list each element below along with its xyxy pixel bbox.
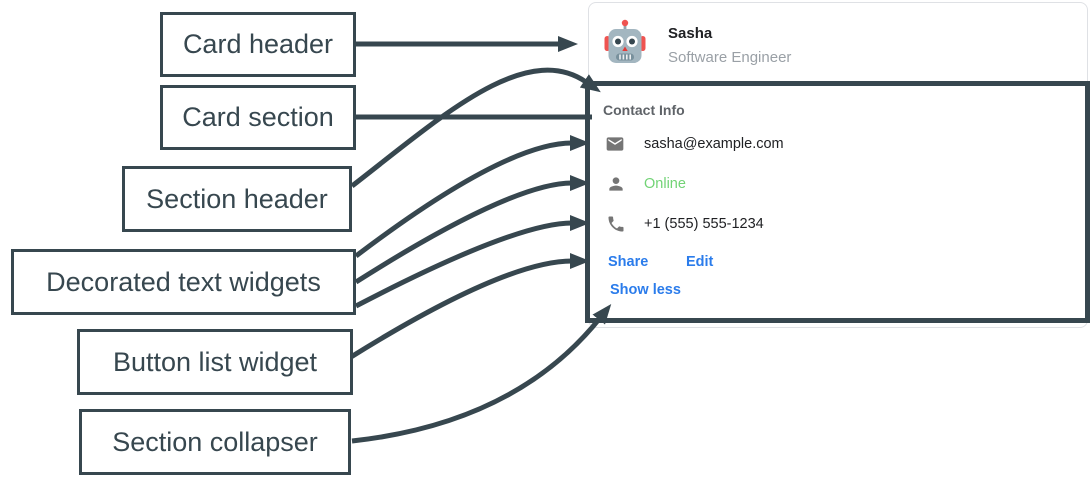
label-card-section-text: Card section bbox=[182, 102, 334, 132]
card-header-subtitle: Software Engineer bbox=[668, 49, 792, 66]
label-button-list-widget: Button list widget bbox=[77, 329, 353, 395]
arrow-decorated-status bbox=[354, 175, 590, 285]
label-section-header: Section header bbox=[122, 166, 352, 232]
show-less-button[interactable]: Show less bbox=[610, 282, 681, 298]
label-button-list-widget-text: Button list widget bbox=[112, 346, 318, 377]
card-section-outline bbox=[585, 81, 1090, 323]
arrow-section-collapser bbox=[351, 303, 612, 444]
label-decorated-text-widgets: Decorated text widgets bbox=[11, 249, 356, 315]
card-header-name: Sasha bbox=[668, 25, 713, 42]
phone-icon bbox=[606, 214, 626, 234]
label-card-section: Card section bbox=[160, 85, 356, 150]
label-section-collapser-text: Section collapser bbox=[112, 426, 318, 457]
label-card-header: Card header bbox=[160, 12, 356, 77]
decorated-text-status: Online bbox=[644, 176, 686, 192]
arrow-decorated-phone bbox=[354, 215, 590, 309]
decorated-text-phone: +1 (555) 555-1234 bbox=[644, 216, 764, 232]
label-section-collapser: Section collapser bbox=[79, 409, 351, 475]
share-button[interactable]: Share bbox=[608, 254, 649, 270]
section-header-title: Contact Info bbox=[603, 102, 685, 118]
arrow-button-list bbox=[349, 253, 590, 360]
label-card-header-text: Card header bbox=[182, 29, 334, 59]
arrow-decorated-email bbox=[354, 135, 590, 258]
label-decorated-text-widgets-text: Decorated text widgets bbox=[46, 266, 321, 297]
arrow-section-header bbox=[350, 67, 601, 188]
person-icon bbox=[606, 174, 626, 194]
decorated-text-email: sasha@example.com bbox=[644, 136, 784, 152]
edit-button[interactable]: Edit bbox=[686, 254, 714, 270]
mail-icon bbox=[605, 134, 625, 154]
robot-avatar-icon bbox=[603, 19, 647, 65]
label-section-header-text: Section header bbox=[146, 183, 328, 214]
